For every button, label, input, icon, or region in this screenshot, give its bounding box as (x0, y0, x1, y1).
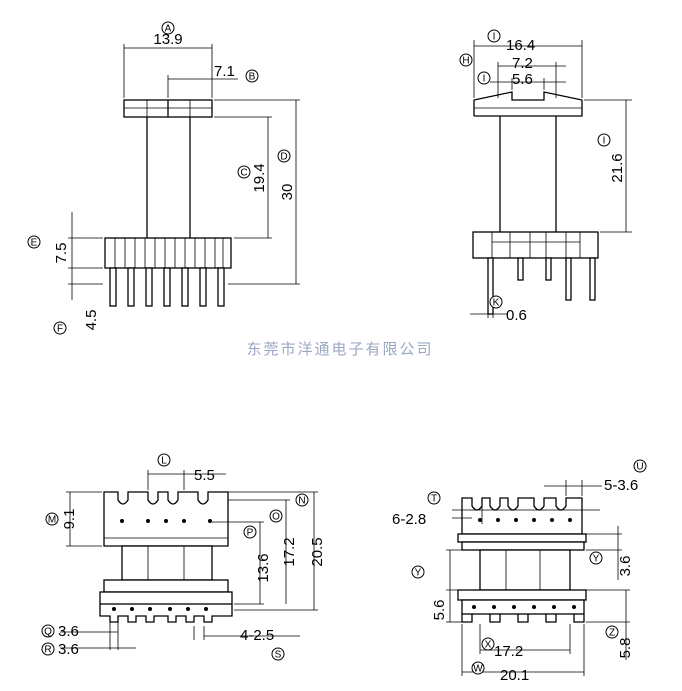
view-bottom-left: 5.5 9.1 13.6 17.2 20.5 3.6 3.6 4-2.5 L M… (41, 453, 326, 661)
callout-q: Q (44, 627, 52, 638)
dim-slot-count-width: 5-3.6 (604, 477, 638, 494)
dim-window-height: 21.6 (609, 153, 626, 182)
callout-u: U (636, 462, 643, 473)
dim-hole-count-diameter: 6-2.8 (392, 511, 426, 528)
callout-o: O (272, 512, 280, 523)
dim-slot-width: 5.6 (512, 71, 533, 88)
dim-flange-width: 16.4 (506, 37, 535, 54)
dim-base-height: 5.6 (431, 600, 448, 621)
callout-c: C (240, 168, 247, 179)
callout-s: S (275, 650, 282, 661)
callout-m: M (48, 515, 56, 526)
callout-r: R (44, 645, 51, 656)
dim-half-width: 7.1 (214, 63, 235, 80)
callout-i-mid: I (483, 74, 486, 85)
dim-width: 13.9 (153, 31, 182, 48)
callout-x: X (485, 640, 492, 651)
callout-k: K (493, 298, 500, 309)
dim-overall-length: 20.1 (500, 667, 529, 684)
callout-w: W (473, 664, 483, 675)
callout-f: F (57, 324, 63, 335)
dim-inner-height: 17.2 (281, 537, 298, 566)
dim-pin-height: 5.8 (617, 638, 634, 659)
dim-pin-thickness: 0.6 (506, 307, 527, 324)
dim-pin-pitch: 5.5 (194, 467, 215, 484)
dim-slot-width-r: 3.6 (58, 641, 79, 658)
view-top-right: 16.4 7.2 5.6 21.6 0.6 I H I I K (459, 29, 632, 324)
callout-z: Z (609, 628, 615, 639)
dim-flange-height: 9.1 (61, 509, 78, 530)
callout-t: T (431, 494, 437, 505)
dim-groove-count: 4-2.5 (240, 627, 274, 644)
callout-a: A (165, 24, 172, 35)
callout-i-top: I (493, 32, 496, 43)
dim-core-height: 19.4 (251, 163, 268, 192)
callout-l: L (161, 456, 167, 467)
dim-outer-height: 20.5 (309, 537, 326, 566)
callout-h: H (462, 56, 469, 67)
callout-d: D (280, 152, 287, 163)
dim-core-length: 17.2 (494, 643, 523, 660)
view-top-left: 13.9 7.1 19.4 30 7.5 4.5 A B C D E F (27, 21, 300, 335)
dim-slot-width-q: 3.6 (58, 623, 79, 640)
dim-base-height: 7.5 (53, 243, 70, 264)
dim-flange-thickness: 3.6 (617, 556, 634, 577)
callout-y-right: Y (593, 554, 600, 565)
callout-p: P (247, 528, 254, 539)
callout-b: B (249, 72, 256, 83)
dim-winding-height: 13.6 (255, 553, 272, 582)
view-bottom-right: 5-3.6 6-2.8 3.6 5.6 5.8 17.2 20.1 U T Y … (392, 459, 647, 684)
dim-total-height: 30 (279, 184, 296, 201)
dim-core-width: 7.2 (512, 55, 533, 72)
callout-n: N (298, 496, 305, 507)
company-watermark: 东莞市洋通电子有限公司 (246, 341, 433, 358)
dim-pin-length: 4.5 (83, 310, 100, 331)
callout-e: E (31, 238, 38, 249)
callout-i-side: I (603, 136, 606, 147)
callout-y-left: Y (415, 568, 422, 579)
